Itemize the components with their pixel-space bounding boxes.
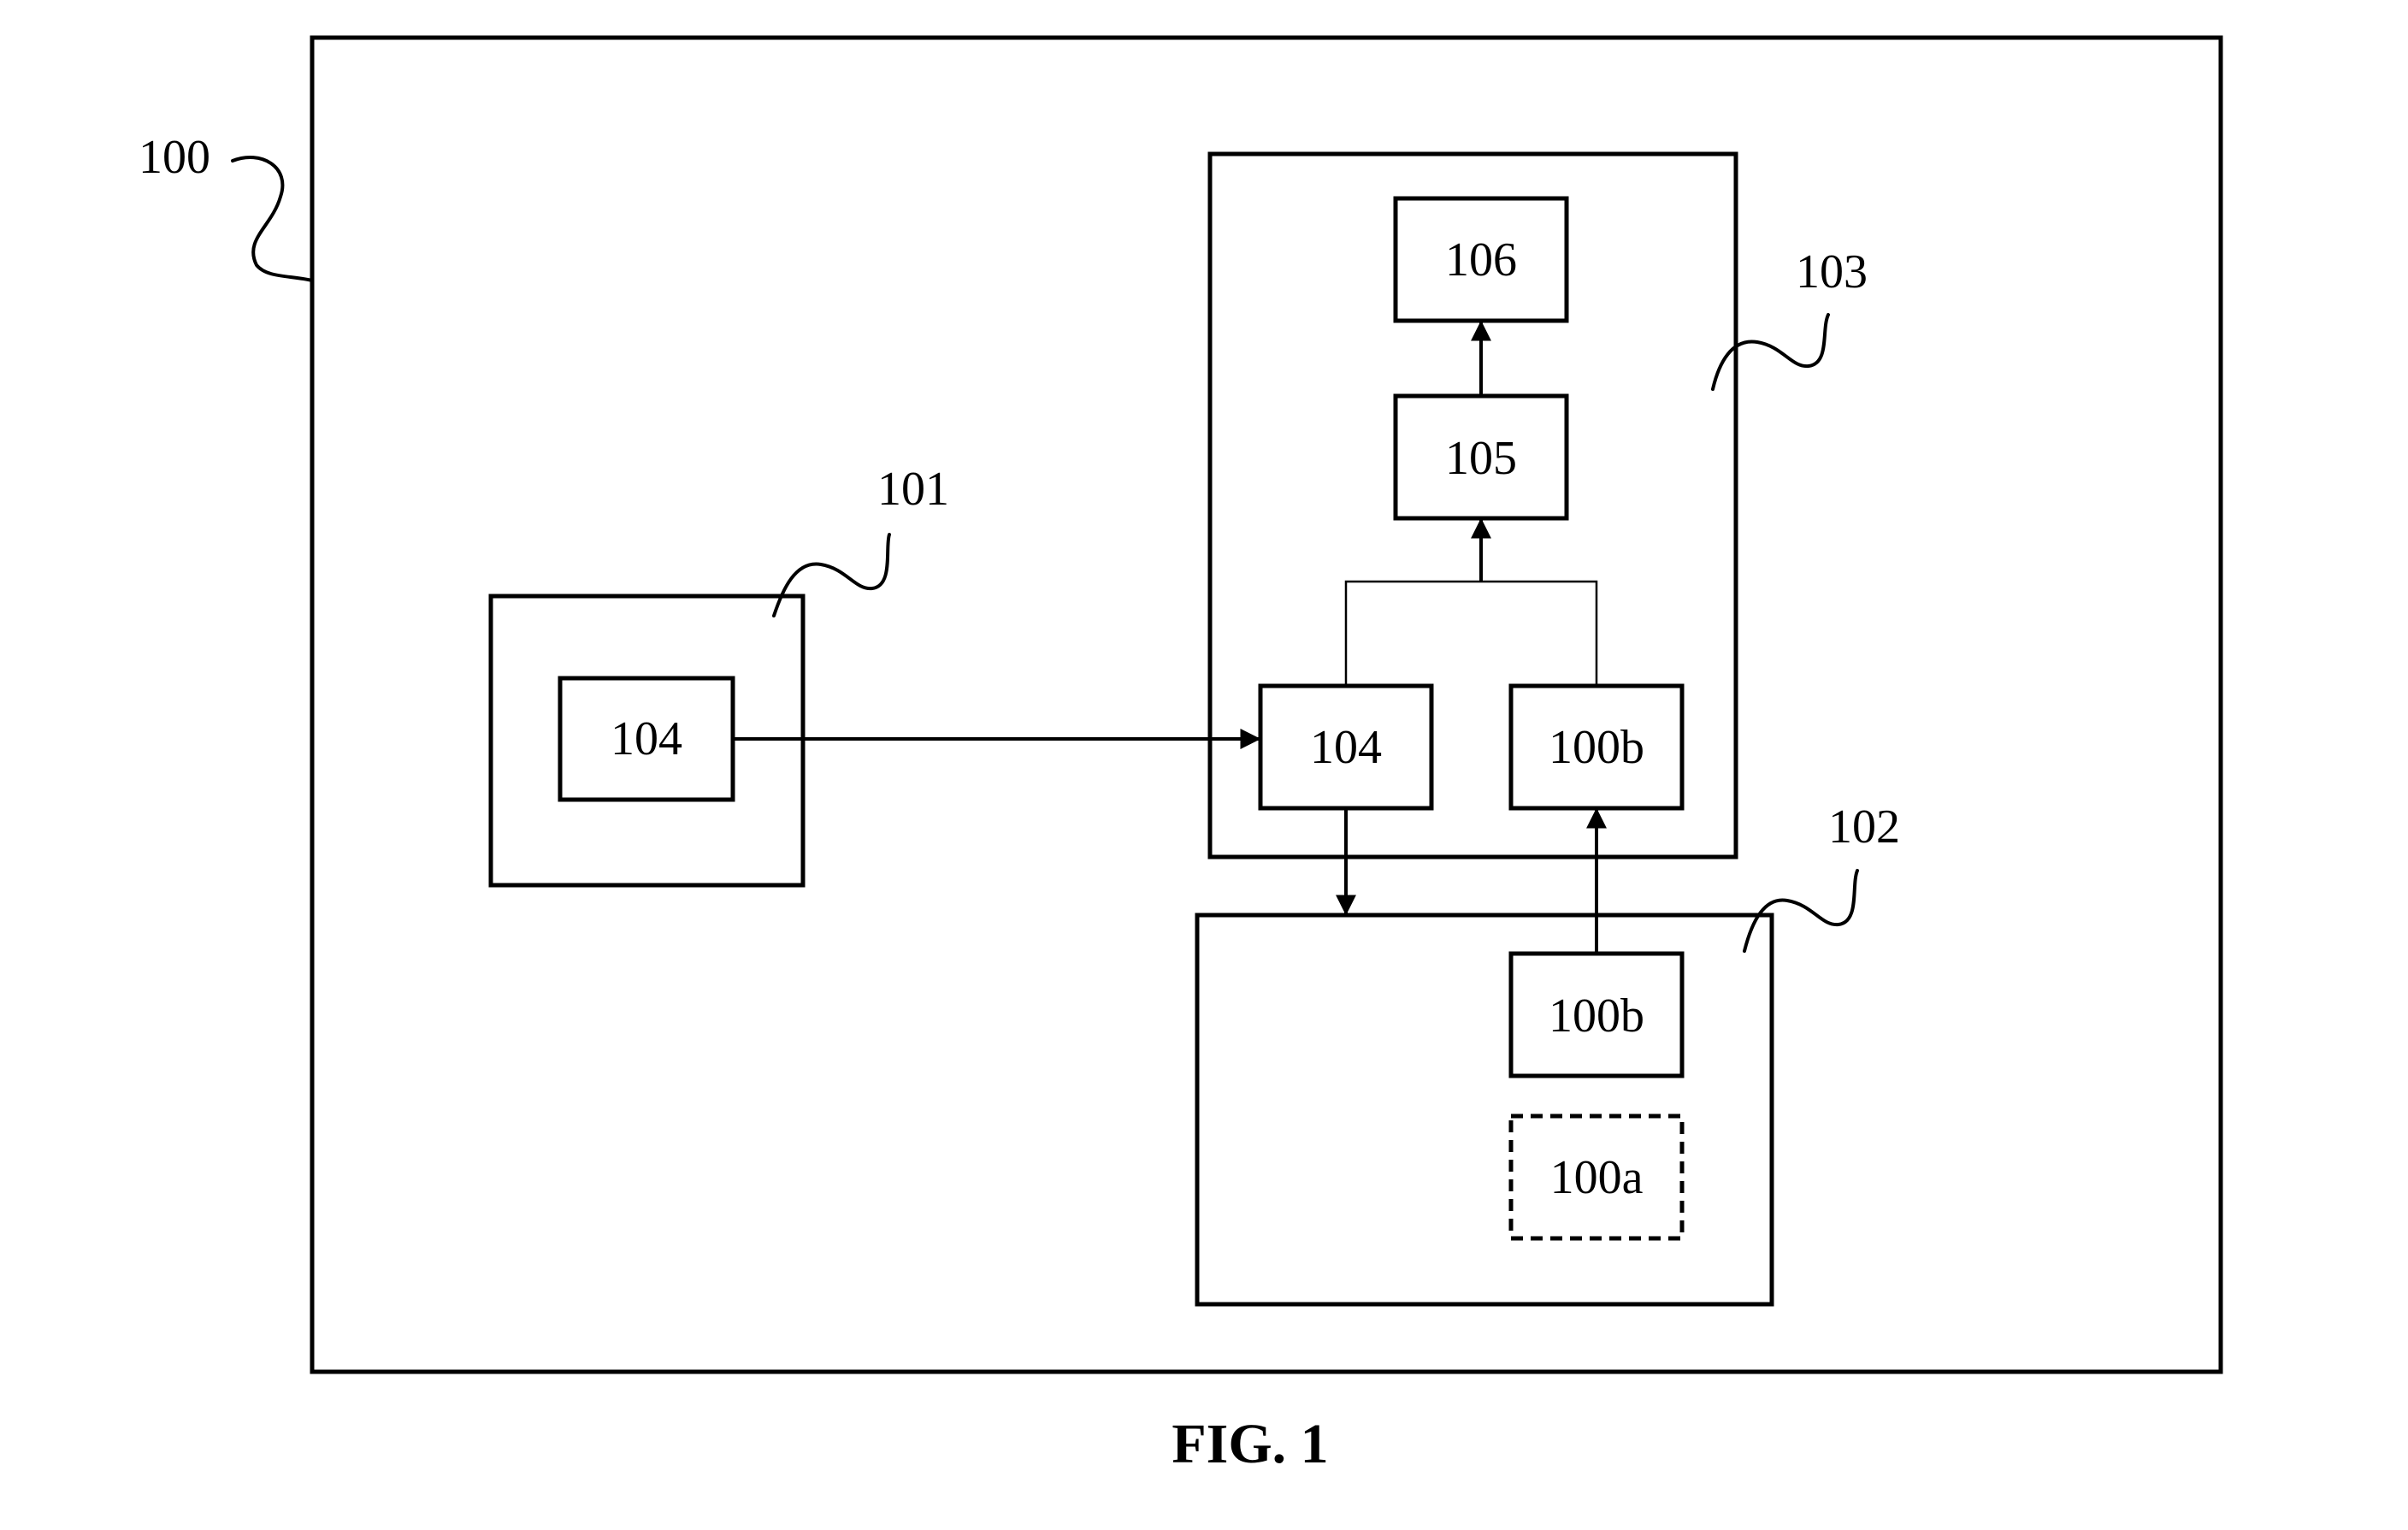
block-100b-in-102-label: 100b bbox=[1549, 989, 1644, 1043]
module-box-102 bbox=[1195, 913, 1774, 1307]
leader-100 bbox=[231, 156, 314, 282]
label-103: 103 bbox=[1796, 245, 1868, 298]
block-105 bbox=[1393, 393, 1569, 521]
block-100b-in-103-label: 100b bbox=[1549, 721, 1644, 774]
block-104-in-103-label: 104 bbox=[1310, 721, 1382, 774]
label-100: 100 bbox=[139, 131, 210, 184]
label-102: 102 bbox=[1828, 800, 1900, 854]
block-100b-in-103 bbox=[1508, 683, 1685, 811]
label-101: 101 bbox=[877, 463, 949, 516]
leader-102 bbox=[1743, 869, 1859, 953]
leader-103 bbox=[1711, 313, 1830, 391]
block-106 bbox=[1393, 196, 1569, 323]
merge-line-104-100b bbox=[1344, 580, 1598, 686]
leader-101 bbox=[772, 533, 891, 617]
block-106-label: 106 bbox=[1445, 233, 1517, 287]
block-100a-in-102 bbox=[1508, 1114, 1685, 1241]
block-105-label: 105 bbox=[1445, 432, 1517, 485]
block-100a-in-102-label: 100a bbox=[1550, 1151, 1644, 1204]
block-100b-in-102 bbox=[1508, 951, 1685, 1078]
figure-caption: FIG. 1 bbox=[1172, 1413, 1328, 1475]
block-104-in-101-label: 104 bbox=[611, 712, 682, 765]
block-104-in-101 bbox=[558, 676, 735, 802]
